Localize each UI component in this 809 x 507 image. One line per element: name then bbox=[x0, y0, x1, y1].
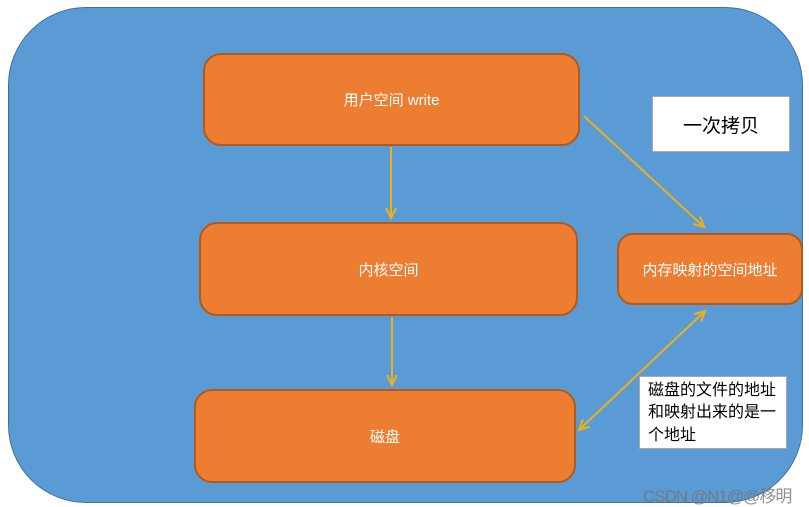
annotation-same-address-label: 磁盘的文件的地址和映射出来的是一个地址 bbox=[648, 382, 777, 444]
node-mmap-address: 内存映射的空间地址 bbox=[617, 233, 803, 305]
node-mmap-address-label: 内存映射的空间地址 bbox=[642, 261, 778, 279]
node-user-space-label: 用户空间 write bbox=[343, 92, 440, 109]
node-kernel-space: 内核空间 bbox=[199, 222, 578, 316]
node-user-space: 用户空间 write bbox=[203, 53, 580, 146]
node-disk-label: 磁盘 bbox=[369, 428, 400, 446]
watermark: CSDN @N1@@移明 bbox=[643, 487, 792, 506]
node-kernel-space-label: 内核空间 bbox=[358, 261, 419, 279]
annotation-same-address: 磁盘的文件的地址和映射出来的是一个地址 bbox=[639, 376, 787, 449]
annotation-copy-once-label: 一次拷贝 bbox=[682, 115, 759, 137]
node-disk: 磁盘 bbox=[194, 389, 576, 483]
annotation-copy-once: 一次拷贝 bbox=[652, 96, 790, 152]
